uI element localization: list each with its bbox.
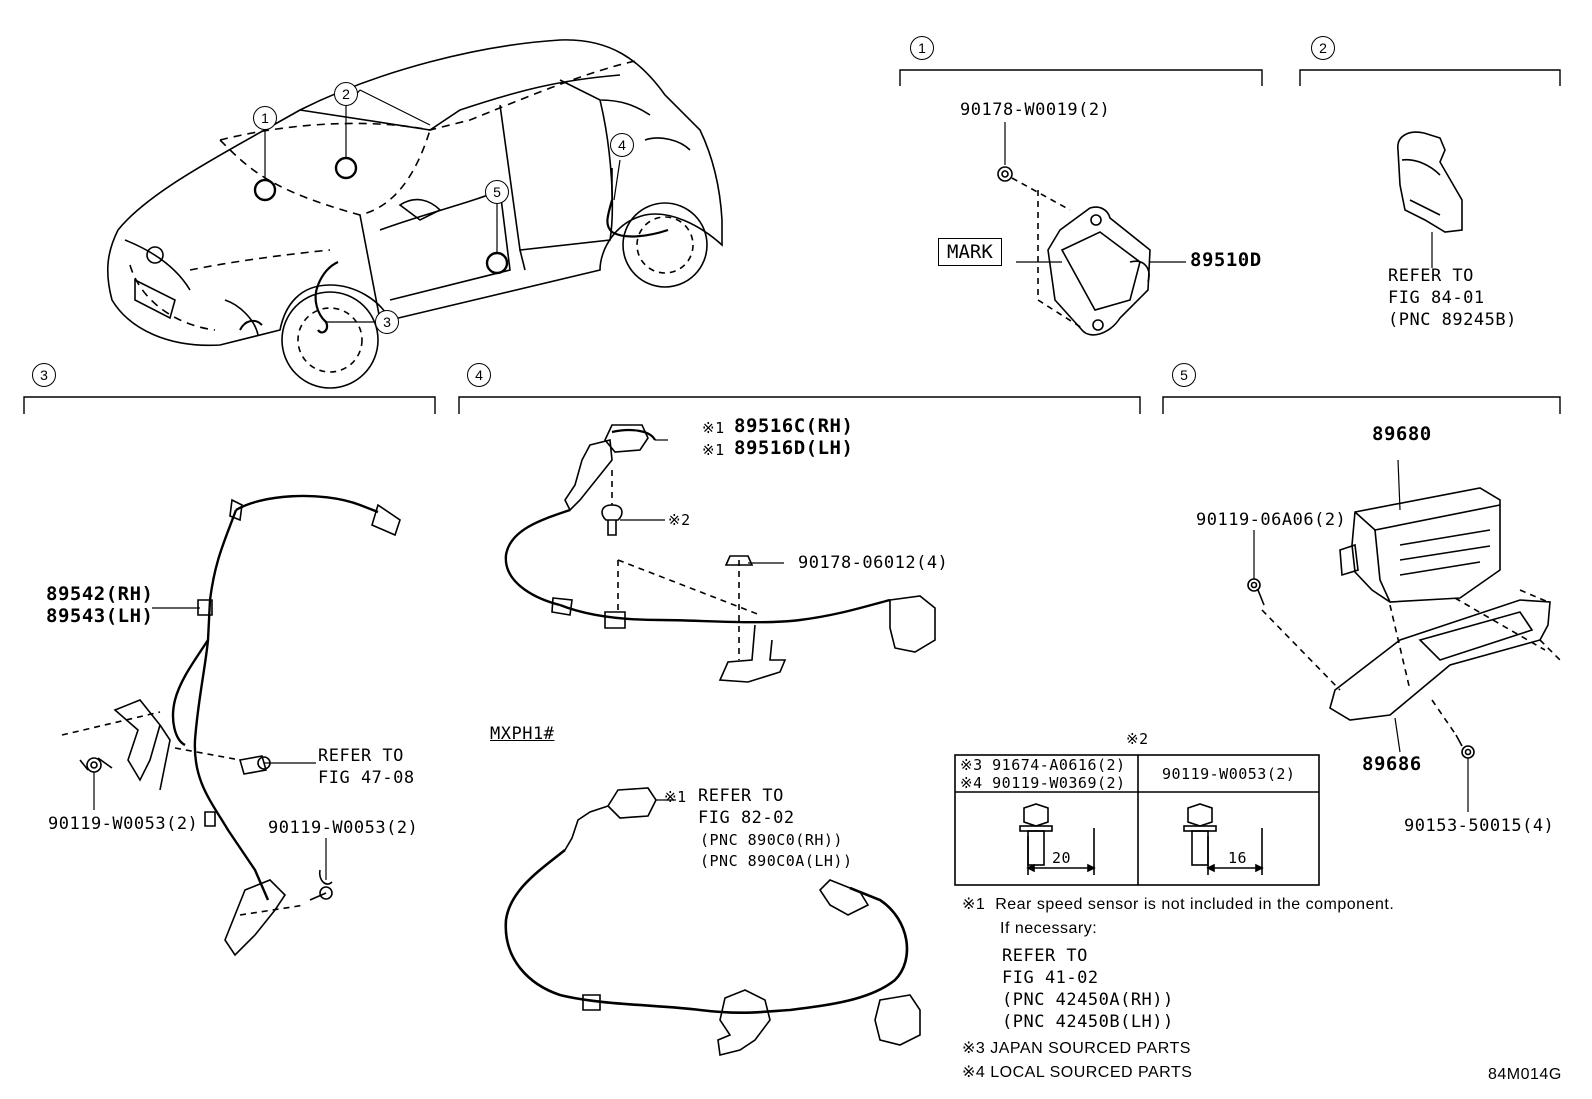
section-3-number: 3: [32, 363, 56, 387]
section-4-number: 4: [467, 363, 491, 387]
yaw-nut-part-number: 90178-W0019(2): [960, 100, 1111, 120]
section-1-number: 1: [910, 36, 934, 60]
ecu-bolt-part-number: 90119-06A06(2): [1196, 510, 1347, 530]
note-refer-4: (PNC 42450B(LH)): [1002, 1012, 1174, 1032]
note-1-sub: If necessary:: [1000, 920, 1098, 937]
front-bolt-right: 90119-W0053(2): [268, 818, 419, 838]
bolt-table-left-2: ※4 90119-W0369(2): [960, 774, 1126, 792]
mark-label: MARK: [938, 238, 1002, 266]
dimension-20: 20: [1052, 849, 1072, 867]
rear-sensor-harness-drawing: [504, 424, 936, 683]
ecu-part-number: 89680: [1372, 423, 1432, 445]
rear-nut-part-number: 90178-06012(4): [798, 553, 949, 573]
model-code: MXPH1#: [490, 724, 555, 744]
rear-sensor-mark-1b: ※1: [702, 441, 725, 459]
front-sensor-lh: 89543(LH): [46, 605, 154, 627]
section-3-refer-2: FIG 47-08: [318, 768, 415, 788]
vehicle-illustration: [106, 39, 723, 389]
module-drawing: [1397, 131, 1463, 268]
front-bolt-left: 90119-W0053(2): [48, 814, 199, 834]
note-4: ※4 LOCAL SOURCED PARTS: [962, 1064, 1193, 1081]
figure-code: 84M014G: [1488, 1066, 1562, 1083]
skid-control-ecu-drawing: [1247, 459, 1561, 812]
harness-refer-2: FIG 82-02: [698, 808, 795, 828]
rear-sensor-mark-1: ※1: [702, 419, 725, 437]
note-refer-3: (PNC 42450A(RH)): [1002, 990, 1174, 1010]
car-callout-3: 3: [375, 310, 399, 334]
harness-refer-3: (PNC 890C0(RH)): [700, 831, 843, 849]
bolt-table-header: ※2: [1126, 730, 1149, 748]
car-callout-5: 5: [485, 180, 509, 204]
front-sensor-rh: 89542(RH): [46, 583, 154, 605]
bracket-bolt-part-number: 90153-50015(4): [1404, 816, 1555, 836]
bolt-mark-2: ※2: [668, 511, 691, 529]
car-callout-2: 2: [334, 82, 358, 106]
dimension-16: 16: [1228, 849, 1248, 867]
bracket-part-number: 89686: [1362, 753, 1422, 775]
note-1: ※1 Rear speed sensor is not included in …: [962, 896, 1395, 913]
section-3-refer-1: REFER TO: [318, 746, 404, 766]
note-refer-1: REFER TO: [1002, 946, 1088, 966]
rear-sensor-rh: 89516C(RH): [734, 415, 854, 437]
section-5-number: 5: [1172, 363, 1196, 387]
harness-refer-1: REFER TO: [698, 786, 784, 806]
section-2-refer-3: (PNC 89245B): [1388, 310, 1517, 330]
rear-sensor-lh: 89516D(LH): [734, 437, 854, 459]
harness-refer-mark: ※1: [664, 788, 687, 806]
harness-variant-drawing: [504, 787, 921, 1056]
bolt-table-frame: [954, 754, 1320, 886]
bolt-table-left-1: ※3 91674-A0616(2): [960, 756, 1126, 774]
section-2-refer-2: FIG 84-01: [1388, 288, 1485, 308]
section-2-refer-1: REFER TO: [1388, 266, 1474, 286]
car-callout-4: 4: [610, 133, 634, 157]
harness-refer-4: (PNC 890C0A(LH)): [700, 852, 853, 870]
car-callout-1: 1: [253, 106, 277, 130]
yaw-sensor-part-number: 89510D: [1190, 249, 1262, 271]
section-2-number: 2: [1311, 36, 1335, 60]
front-sensor-harness-drawing: [61, 494, 401, 957]
section-brackets: [23, 69, 1561, 414]
note-refer-2: FIG 41-02: [1002, 968, 1099, 988]
yaw-rate-sensor-drawing: [997, 122, 1186, 336]
bolt-table-right: 90119-W0053(2): [1162, 765, 1296, 783]
note-3: ※3 JAPAN SOURCED PARTS: [962, 1040, 1191, 1057]
